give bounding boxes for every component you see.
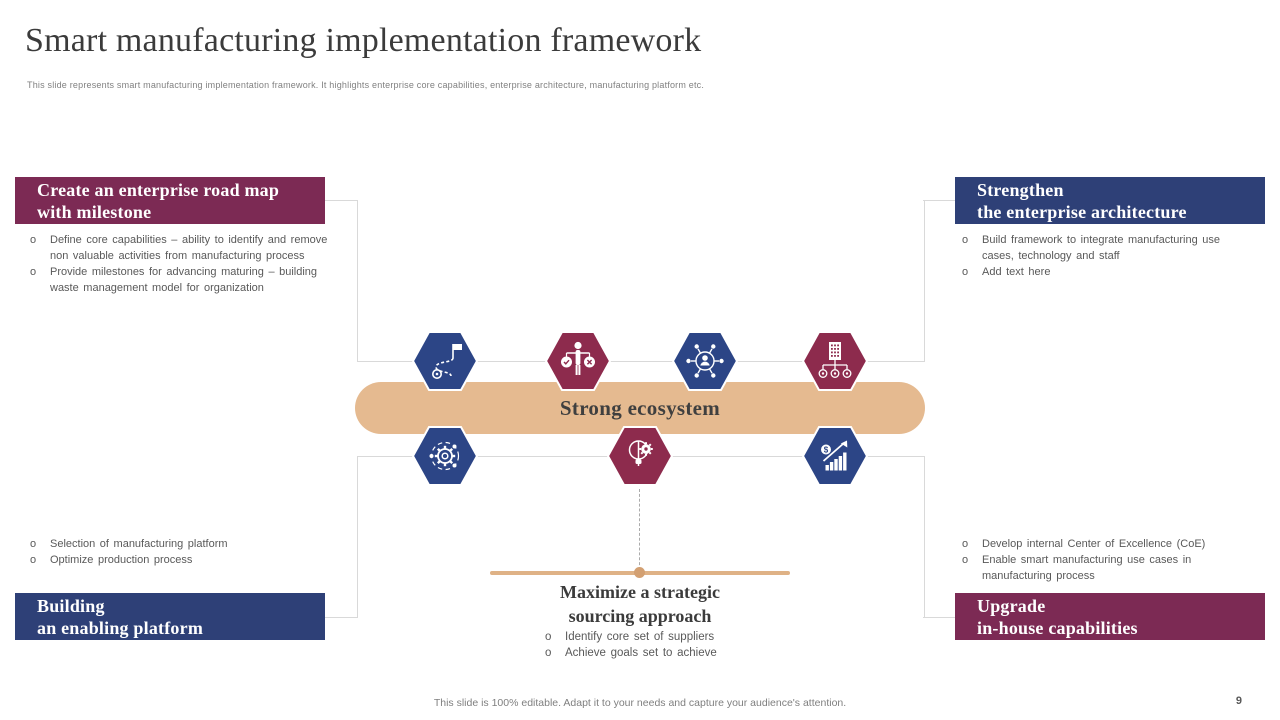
bullet-text: Achieve goals set to achieve xyxy=(565,647,717,659)
page-number: 9 xyxy=(1235,695,1242,707)
gear-network-icon xyxy=(411,426,479,486)
bullet-marker: o xyxy=(962,554,969,566)
top-connector-bracket xyxy=(357,200,925,362)
header-box-strengthen-architecture: Strengthen the enterprise architecture xyxy=(955,177,1265,224)
list-item: o Identify core set of suppliers xyxy=(545,629,775,645)
list-item: o Develop internal Center of Excellence … xyxy=(962,536,1258,552)
bullet-text: Identify core set of suppliers xyxy=(565,631,715,643)
ribbon-label: Strong ecosystem xyxy=(559,395,721,420)
list-item: o Provide milestones for advancing matur… xyxy=(30,264,328,296)
header-line: Create an enterprise road map xyxy=(37,179,280,200)
connector-stub xyxy=(325,200,357,201)
bullet-list-center: o Identify core set of suppliers o Achie… xyxy=(545,629,775,661)
bullet-list-top-left: o Define core capabilities – ability to … xyxy=(30,232,328,296)
bullet-text: Define core capabilities – ability to id… xyxy=(50,234,328,262)
header-line: with milestone xyxy=(37,201,152,222)
connector-stub xyxy=(325,617,357,618)
bullet-marker: o xyxy=(962,266,969,278)
hexagon-enterprise-structure xyxy=(801,331,869,391)
people-network-icon xyxy=(671,331,739,391)
callout-title-line: Maximize a strategic xyxy=(560,582,720,602)
connector-stub xyxy=(923,200,955,201)
bullet-marker: o xyxy=(30,554,37,566)
dashed-connector-line xyxy=(639,489,640,570)
idea-gear-icon xyxy=(606,426,674,486)
header-line: Strengthen xyxy=(977,179,1064,200)
list-item: o Build framework to integrate manufactu… xyxy=(962,232,1254,264)
financial-growth-icon: $ xyxy=(801,426,869,486)
list-item: o Enable smart manufacturing use cases i… xyxy=(962,552,1258,584)
list-item: o Achieve goals set to achieve xyxy=(545,645,775,661)
bullet-list-bottom-right: o Develop internal Center of Excellence … xyxy=(962,536,1258,584)
hexagon-roadmap xyxy=(411,331,479,391)
bullet-text: Add text here xyxy=(982,266,1051,278)
bullet-marker: o xyxy=(962,234,969,246)
roadmap-milestone-icon xyxy=(411,331,479,391)
list-item: o Add text here xyxy=(962,264,1254,280)
bullet-text: Optimize production process xyxy=(50,554,193,566)
bullet-marker: o xyxy=(545,631,552,643)
hexagon-people-network xyxy=(671,331,739,391)
enterprise-structure-icon xyxy=(801,331,869,391)
balance-scales-icon xyxy=(544,331,612,391)
hexagon-gear-network xyxy=(411,426,479,486)
callout-title-line: sourcing approach xyxy=(568,606,712,626)
bullet-text: Develop internal Center of Excellence (C… xyxy=(982,538,1206,550)
bullet-text: Provide milestones for advancing maturin… xyxy=(50,266,318,294)
header-box-enabling-platform: Building an enabling platform xyxy=(15,593,325,640)
header-line: Building xyxy=(37,595,105,616)
page-subtitle: This slide represents smart manufacturin… xyxy=(27,80,705,90)
bullet-text: Build framework to integrate manufacturi… xyxy=(982,234,1221,262)
header-line: Upgrade xyxy=(977,595,1046,616)
page-title: Smart manufacturing implementation frame… xyxy=(25,22,702,59)
list-item: o Define core capabilities – ability to … xyxy=(30,232,328,264)
header-line: the enterprise architecture xyxy=(977,201,1187,222)
hexagon-financial-growth: $ xyxy=(801,426,869,486)
hexagon-balance xyxy=(544,331,612,391)
connector-stub xyxy=(923,617,955,618)
footer-note: This slide is 100% editable. Adapt it to… xyxy=(433,697,847,709)
header-line: an enabling platform xyxy=(37,617,204,638)
bullet-marker: o xyxy=(962,538,969,550)
bullet-marker: o xyxy=(30,234,37,246)
header-box-upgrade-capabilities: Upgrade in-house capabilities xyxy=(955,593,1265,640)
header-box-create-roadmap: Create an enterprise road map with miles… xyxy=(15,177,325,224)
bullet-list-top-right: o Build framework to integrate manufactu… xyxy=(962,232,1254,280)
center-callout-title: Maximize a strategic sourcing approach xyxy=(440,580,840,628)
bullet-marker: o xyxy=(545,647,552,659)
header-line: in-house capabilities xyxy=(977,617,1138,638)
list-item: o Optimize production process xyxy=(30,552,328,568)
bullet-text: Enable smart manufacturing use cases in … xyxy=(982,554,1192,582)
hexagon-idea-gear xyxy=(606,426,674,486)
bullet-marker: o xyxy=(30,266,37,278)
bullet-marker: o xyxy=(30,538,37,550)
tan-divider-dot xyxy=(634,567,645,578)
bullet-list-bottom-left: o Selection of manufacturing platform o … xyxy=(30,536,328,568)
svg-text:$: $ xyxy=(824,445,829,454)
bullet-text: Selection of manufacturing platform xyxy=(50,538,228,550)
list-item: o Selection of manufacturing platform xyxy=(30,536,328,552)
